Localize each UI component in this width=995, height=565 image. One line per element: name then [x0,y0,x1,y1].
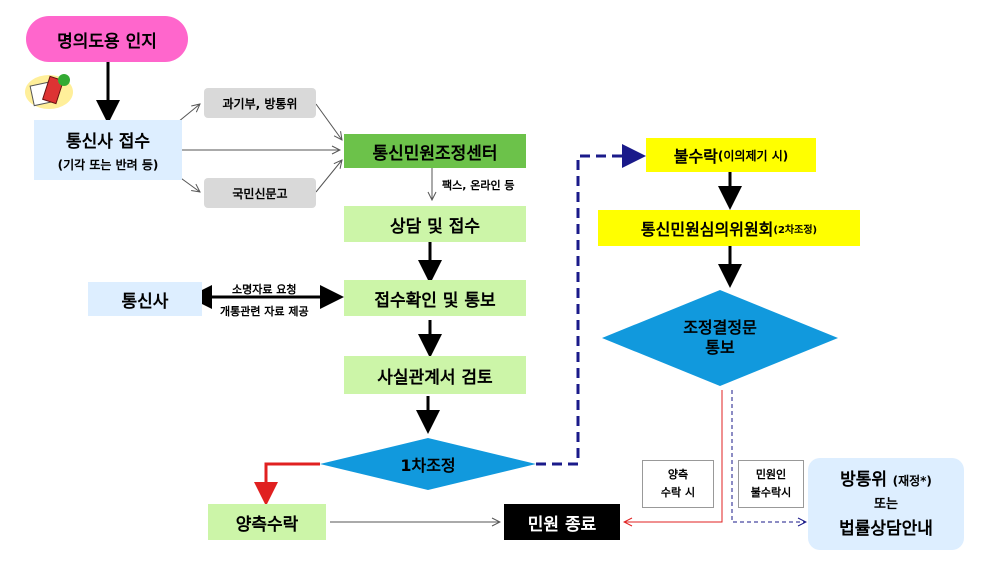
fax-online-label: 팩스, 온라인 등 [442,179,515,192]
telecom-receipt-title: 통신사 접수 [65,132,151,152]
reject-sub: (이의제기 시) [717,148,789,163]
final-or: 또는 [874,496,898,512]
reject-node: 불수락 (이의제기 시) [646,138,816,172]
msit-kcc-node: 과기부, 방통위 [204,88,316,118]
first-mediation-label-wrap: 1차조정 [360,452,496,476]
mediation-center-node: 통신민원조정센터 [344,134,526,168]
first-mediation-label: 1차조정 [400,456,456,475]
request-material-label: 소명자료 요청 [232,283,297,296]
fact-review-label: 사실관계서 검토 [377,367,493,388]
final-title: 방통위 [840,469,887,490]
both-accept-condition-box: 양측 수락 시 [642,460,714,508]
decision-line2: 통보 [705,338,735,357]
confirm-notify-label: 접수확인 및 통보 [374,290,496,311]
msit-kcc-label: 과기부, 방통위 [222,96,298,111]
petitioner-reject-line1: 민원인 [755,468,787,481]
telecom-node: 통신사 [88,282,202,316]
decision-line1: 조정결정문 [683,318,757,337]
committee-node: 통신민원심의위원회 (2차조정) [598,210,860,246]
citizen-petition-node: 국민신문고 [204,178,316,208]
final-outcome-node: 방통위 (재정*) 또는 법률상담안내 [808,458,964,550]
final-title-sub: (재정*) [892,473,932,488]
consult-label: 상담 및 접수 [389,216,481,237]
first-mediation-diamond [320,438,536,490]
case-closed-node: 민원 종료 [504,504,620,540]
telecom-label: 통신사 [121,291,169,312]
document-stamp-icon [22,70,76,112]
consult-node: 상담 및 접수 [344,206,526,242]
both-accept-label: 양측수락 [235,514,299,535]
confirm-notify-node: 접수확인 및 통보 [344,280,526,316]
both-accept-cond-line2: 수락 시 [660,486,696,499]
telecom-receipt-node: 통신사 접수 (기각 또는 반려 등) [34,120,182,180]
mediation-center-label: 통신민원조정센터 [372,143,498,164]
final-title-row: 방통위 (재정*) [840,468,932,493]
committee-sub: (2차조정) [773,224,818,236]
petitioner-reject-line2: 불수락시 [750,486,792,499]
committee-title: 통신민원심의위원회 [640,220,774,239]
petitioner-reject-condition-box: 민원인 불수락시 [738,460,804,508]
decision-label-wrap: 조정결정문 통보 [660,314,780,362]
case-closed-label: 민원 종료 [527,514,597,535]
decision-diamond [602,290,838,386]
telecom-receipt-sub: (기각 또는 반려 등) [57,158,159,172]
citizen-petition-label: 국민신문고 [232,186,288,201]
start-node: 명의도용 인지 [26,16,188,62]
fact-review-node: 사실관계서 검토 [344,356,526,394]
both-accept-node: 양측수락 [208,504,326,540]
reject-title: 불수락 [673,147,718,166]
final-legal: 법률상담안내 [839,518,933,539]
both-accept-cond-line1: 양측 [667,468,689,481]
start-label: 명의도용 인지 [57,31,157,52]
provide-material-label: 개통관련 자료 제공 [220,305,309,318]
